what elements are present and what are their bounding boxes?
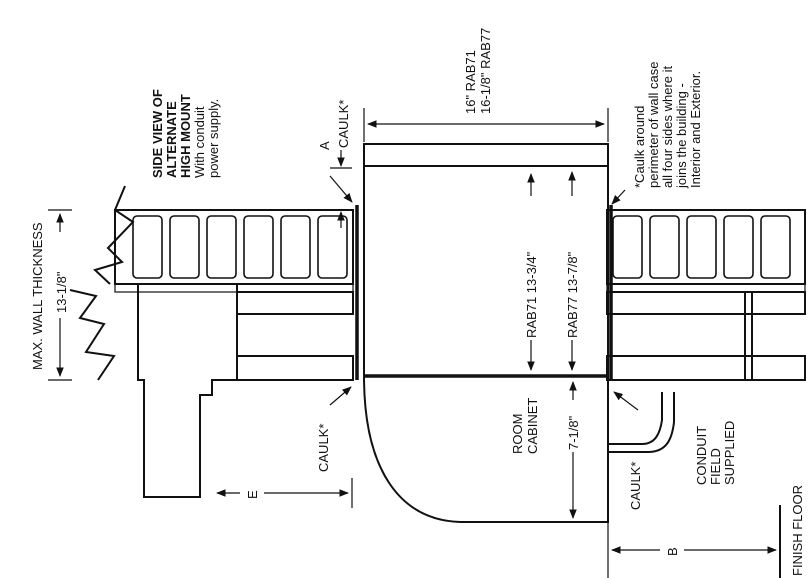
caulk-note-4: joins the building - [674,83,689,189]
outdoor-grille [363,143,609,167]
caulk-bottom-label: CAULK* [628,462,643,510]
caulk-left-label: CAULK* [316,424,331,472]
side-view-title-3: HIGH MOUNT [178,94,193,178]
width-rab77: 16-1/8" RAB77 [478,28,493,114]
brick [760,215,791,279]
side-view-title-2: ALTERNATE [164,101,179,178]
dimensions [48,108,781,578]
wall-left [69,185,354,498]
brick [243,215,274,279]
brick [132,215,163,279]
wall-sleeve [355,143,675,523]
break-line [93,185,135,285]
wall-right [606,209,806,381]
room-cabinet-label-1: ROOM [510,414,525,454]
side-view-subtitle-1: With conduit [192,106,207,178]
caulk-pointers [329,175,639,411]
brick [723,215,754,279]
room-cabinet [362,375,609,523]
caulk-note-5: Interior and Exterior. [688,71,703,188]
conduit-label-2: FIELD [708,448,723,485]
brick [169,215,200,279]
max-wall-thickness-label: MAX. WALL THICKNESS [30,222,45,370]
concrete-structure [137,283,238,498]
dim-a-label: A [317,141,332,150]
room-cabinet-label-2: CABINET [525,398,540,454]
brick [317,215,348,279]
brick [612,215,643,279]
brick [649,215,680,279]
cabinet-depth-label: 7-1/8" [566,415,581,450]
conduit-label-3: SUPPLIED [722,421,737,485]
caulk-note-3: all four sides where it [660,66,675,188]
caulk-note-1: *Caulk around [632,106,647,188]
rab71-height-label: RAB71 13-3/4" [524,251,539,338]
finish-floor-label: FINISH FLOOR [790,485,805,576]
labels: MAX. WALL THICKNESS 13-1/8" SIDE VIEW OF… [30,28,805,576]
side-view-title-1: SIDE VIEW OF [150,89,165,178]
wall-thickness-dim: 13-1/8" [54,271,69,313]
conduit-label-1: CONDUIT [694,426,709,485]
rab77-height-label: RAB77 13-7/8" [565,251,580,338]
caulk-note-2: perimeter of wall case [646,62,661,188]
width-rab71: 16" RAB71 [463,50,478,114]
dim-b-label: B [665,547,680,556]
brick [206,215,237,279]
caulk-top-label: CAULK* [336,100,351,148]
brick [686,215,717,279]
conduit [608,392,663,445]
break-line [69,289,116,381]
brick [280,215,311,279]
side-view-subtitle-2: power supply. [206,99,221,178]
dim-e-label: E [245,490,260,499]
